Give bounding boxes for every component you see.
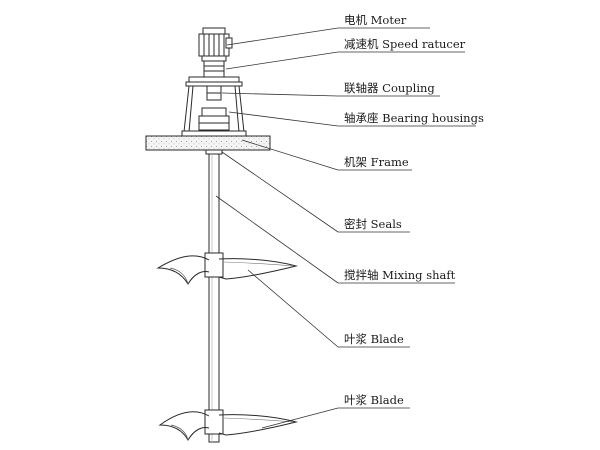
leader-frame (241, 139, 339, 171)
frame-slab-drawing (145, 135, 271, 155)
label-motor: 电机 Moter (344, 13, 407, 27)
leader-bearing (228, 111, 339, 127)
leader-lines (215, 27, 476, 429)
leader-seals (221, 151, 339, 233)
label-speed-reducer: 减速机 Speed ratucer (344, 37, 466, 51)
part-labels: 电机 Moter 减速机 Speed ratucer 联轴器 Coupling … (344, 13, 484, 407)
leader-motor (226, 27, 339, 46)
leader-speed-reducer (225, 51, 339, 70)
leader-blade-upper (247, 269, 339, 348)
label-frame: 机架 Frame (344, 155, 409, 169)
label-coupling: 联轴器 Coupling (344, 81, 435, 95)
leader-mixing-shaft (215, 195, 339, 284)
speed-reducer-drawing (185, 60, 243, 87)
label-blade-upper: 叶浆 Blade (344, 332, 404, 346)
leader-coupling (221, 92, 339, 97)
label-mixing-shaft: 搅拌轴 Mixing shaft (344, 268, 456, 282)
label-bearing-housings: 轴承座 Bearing housings (344, 111, 484, 125)
leader-blade-lower (261, 407, 339, 429)
mixing-shaft-drawing (208, 153, 220, 443)
label-seals: 密封 Seals (344, 217, 402, 231)
lower-blade-drawing (158, 409, 298, 441)
upper-blade-drawing (156, 252, 298, 285)
motor-drawing (198, 27, 233, 62)
label-blade-lower: 叶浆 Blade (344, 393, 404, 407)
